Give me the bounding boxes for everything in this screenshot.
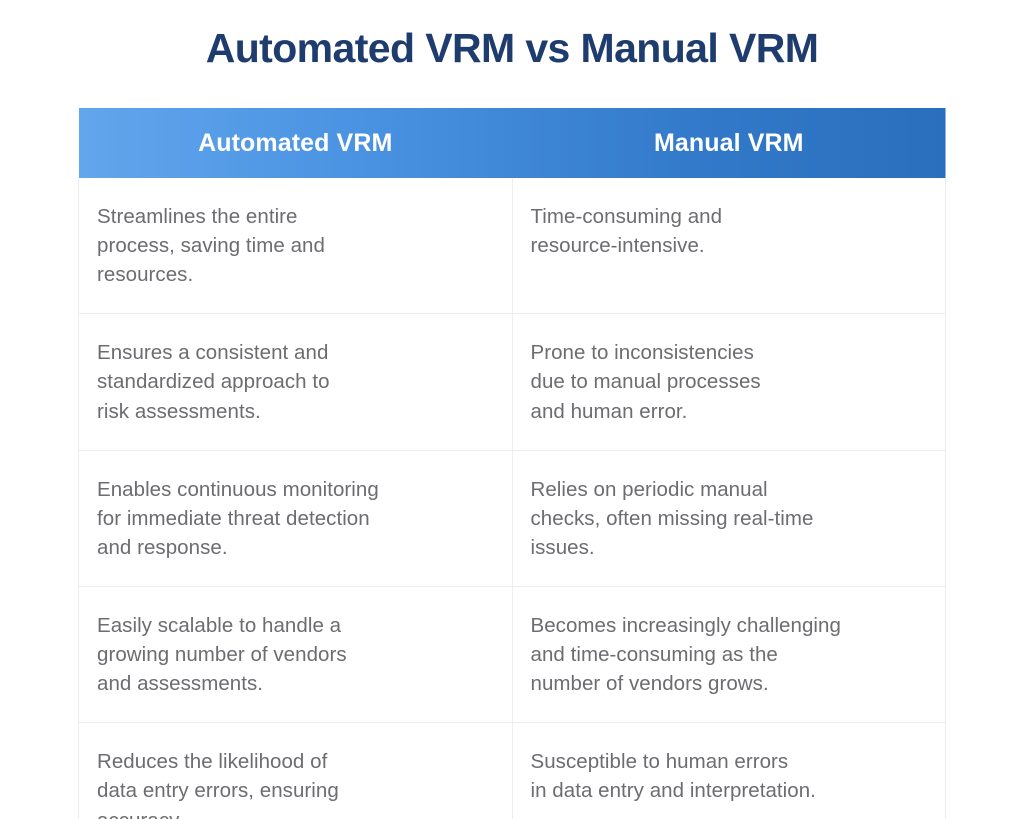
- cell-automated: Streamlines the entire process, saving t…: [78, 178, 513, 315]
- table-row: Streamlines the entire process, saving t…: [78, 178, 946, 315]
- cell-manual: Becomes increasingly challenging and tim…: [511, 586, 946, 724]
- vrm-comparison-table: Automated VRM Manual VRM Streamlines the…: [78, 108, 946, 819]
- cell-automated: Easily scalable to handle a growing numb…: [78, 586, 513, 724]
- cell-text: Enables continuous monitoring for immedi…: [97, 477, 379, 559]
- cell-manual: Prone to inconsistencies due to manual p…: [511, 313, 946, 451]
- cell-text: Ensures a consistent and standardized ap…: [97, 341, 330, 423]
- column-header-manual-vrm: Manual VRM: [653, 128, 804, 157]
- column-header-automated-vrm: Automated VRM: [198, 128, 393, 157]
- cell-text: Reduces the likelihood of data entry err…: [97, 750, 339, 819]
- cell-text: Susceptible to human errors in data entr…: [530, 750, 816, 803]
- table-row: Easily scalable to handle a growing numb…: [78, 586, 946, 724]
- cell-automated: Enables continuous monitoring for immedi…: [78, 450, 513, 587]
- cell-text: Time-consuming and resource-intensive.: [530, 205, 723, 258]
- table-body: Streamlines the entire process, saving t…: [78, 178, 946, 819]
- table-row: Ensures a consistent and standardized ap…: [78, 313, 946, 451]
- table-row: Reduces the likelihood of data entry err…: [78, 722, 946, 819]
- cell-manual: Time-consuming and resource-intensive.: [511, 178, 946, 315]
- cell-manual: Susceptible to human errors in data entr…: [511, 722, 946, 819]
- cell-text: Streamlines the entire process, saving t…: [97, 205, 325, 287]
- cell-text: Becomes increasingly challenging and tim…: [530, 613, 841, 696]
- table-row: Enables continuous monitoring for immedi…: [78, 450, 946, 587]
- cell-manual: Relies on periodic manual checks, often …: [511, 450, 946, 587]
- table-header: Automated VRM Manual VRM: [78, 108, 946, 178]
- page-title: Automated VRM vs Manual VRM: [205, 25, 819, 71]
- cell-text: Relies on periodic manual checks, often …: [530, 477, 814, 559]
- cell-text: Prone to inconsistencies due to manual p…: [530, 341, 761, 423]
- table-header-row: Automated VRM Manual VRM: [78, 108, 946, 178]
- cell-text: Easily scalable to handle a growing numb…: [97, 613, 347, 696]
- cell-automated: Ensures a consistent and standardized ap…: [78, 313, 513, 451]
- cell-automated: Reduces the likelihood of data entry err…: [78, 722, 513, 819]
